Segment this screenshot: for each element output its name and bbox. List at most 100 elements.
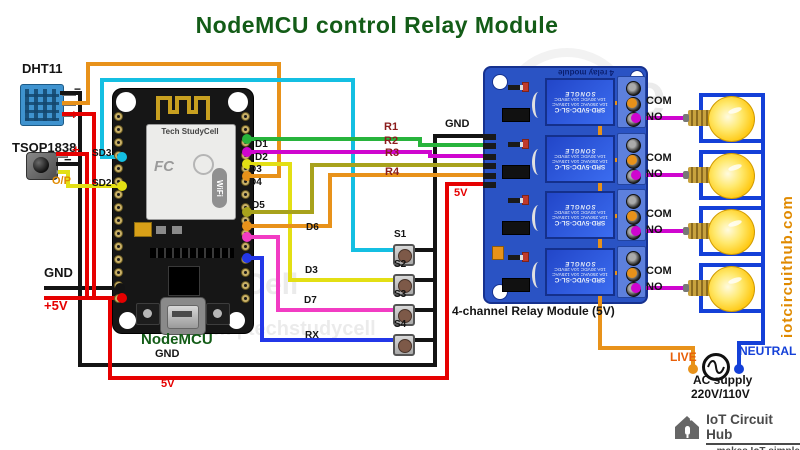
wire-junction-dot xyxy=(631,283,641,293)
bulb-3 xyxy=(708,209,755,255)
label-relay_inputs-r1: R1 xyxy=(384,121,399,133)
wire-gnd-net xyxy=(415,278,437,282)
wire-d3-s2 xyxy=(288,162,292,282)
mcu-pin-left xyxy=(114,216,123,225)
mcu-mount-hole xyxy=(119,312,136,329)
label-relay_inputs-gnd: GND xyxy=(445,118,470,130)
wire-junction-dot xyxy=(242,232,252,242)
smd-part xyxy=(156,226,166,234)
label-relay-no: NO xyxy=(646,168,663,180)
relay-clip xyxy=(532,262,545,288)
label-relay_inputs-r2: R2 xyxy=(384,135,399,147)
wire-rx-s4 xyxy=(248,256,264,260)
relay-cube-text: 10A 250VAC 10A 125VAC xyxy=(552,158,608,164)
wire-5v-net xyxy=(85,152,89,300)
wire-d6-r4 xyxy=(328,173,332,228)
wire-gnd-net xyxy=(56,162,82,166)
label-dht11-name: DHT11 xyxy=(22,61,63,76)
label-pins-d6: D6 xyxy=(306,222,319,233)
terminal-screw xyxy=(626,138,641,153)
wire-gnd-net xyxy=(60,91,80,95)
wire-tsop-out-sd2 xyxy=(58,170,70,174)
wire-junction-dot xyxy=(242,253,252,263)
mcu-pin-right xyxy=(241,190,250,199)
rst-button xyxy=(136,303,160,325)
wire-junction-dot xyxy=(242,147,252,157)
label-nodemcu-sd3: SD3 xyxy=(92,148,112,159)
relay-diode xyxy=(508,85,523,90)
esp-stamp-icon xyxy=(193,154,214,175)
mcu-pin-left xyxy=(114,125,123,134)
wire-junction-dot xyxy=(242,221,252,231)
wire-junction-dot xyxy=(627,98,637,108)
bulb-1 xyxy=(708,96,755,142)
wire-dht-data-d4 xyxy=(86,62,281,66)
wire-d7-s3 xyxy=(276,235,280,312)
mcu-pin-right xyxy=(241,281,250,290)
wire-5v-net xyxy=(445,182,449,380)
label-relay_inputs-v5: 5V xyxy=(454,187,468,199)
dht11-sensor xyxy=(20,84,64,126)
relay-cube-text: SRD-5VDC-SL-C xyxy=(554,276,606,284)
bulb-contact xyxy=(683,227,689,235)
label-buttons-3: S4 xyxy=(394,319,407,330)
bulb-contact xyxy=(683,114,689,122)
iot-circuit-hub-logo: IoT Circuit Hub makes IoT simple xyxy=(672,412,800,450)
label-ac-live: LIVE xyxy=(670,350,697,364)
relay-header-pin xyxy=(483,182,496,188)
wire-dht-data-d4 xyxy=(86,62,90,105)
mcu-pin-left xyxy=(114,268,123,277)
label-pins-d5: D5 xyxy=(252,200,265,211)
relay-header-pin xyxy=(483,154,496,160)
label-tsop-out: O/P xyxy=(52,175,71,187)
mcu-pin-right xyxy=(241,268,250,277)
smd-part xyxy=(172,226,182,234)
wire-d5-r3 xyxy=(310,163,491,167)
wire-junction-dot xyxy=(631,170,641,180)
wire-no-bulbs xyxy=(638,173,694,177)
wire-junction-dot xyxy=(117,293,127,303)
wire-d2-r2 xyxy=(248,150,432,154)
label-relay-caption: 4-channel Relay Module (5V) xyxy=(452,304,615,318)
capacitor xyxy=(134,222,152,237)
label-pins-rx: RX xyxy=(305,330,319,341)
logo-house-icon xyxy=(675,414,702,439)
mcu-pin-left xyxy=(114,138,123,147)
usb-serial-chip xyxy=(168,266,200,296)
wire-neutral-bus xyxy=(737,341,741,367)
wire-d6-r4 xyxy=(328,173,491,177)
wire-d3-s2 xyxy=(288,278,393,282)
label-rails-gnd_left: GND xyxy=(44,265,73,280)
wire-5v-net xyxy=(108,376,449,380)
bulb-base xyxy=(688,167,712,183)
label-relay-com: COM xyxy=(646,265,672,277)
wire-gnd-net xyxy=(44,286,124,290)
mcu-pin-right xyxy=(241,242,250,251)
wire-5v-net xyxy=(445,182,491,186)
optocoupler-ic xyxy=(502,165,530,179)
label-relay-no: NO xyxy=(646,111,663,123)
relay-header-pin xyxy=(483,173,496,179)
relay-led-icon xyxy=(522,82,529,92)
relay-led-icon xyxy=(522,139,529,149)
bulb-base xyxy=(688,223,712,239)
wire-neutral-bus xyxy=(737,341,765,345)
relay-cube-text: SONGLE xyxy=(564,90,596,97)
mcu-pin-right xyxy=(241,112,250,121)
label-dht11-plus: + xyxy=(70,107,78,122)
wire-junction-dot xyxy=(627,268,637,278)
relay-cube-text: SONGLE xyxy=(564,203,596,210)
bulb-base xyxy=(688,280,712,296)
wire-junction-dot xyxy=(117,181,127,191)
wire-d2-r2 xyxy=(428,154,491,158)
wire-5v-net xyxy=(92,112,96,300)
wire-d1-r1 xyxy=(248,137,422,141)
mcu-pin-left xyxy=(114,164,123,173)
label-ac-supply: AC supply xyxy=(693,373,753,387)
wire-sd3-s1 xyxy=(100,155,126,159)
relay-diode xyxy=(508,198,523,203)
wire-junction-dot xyxy=(688,364,698,374)
label-tsop-name: TSOP1838 xyxy=(12,140,77,155)
